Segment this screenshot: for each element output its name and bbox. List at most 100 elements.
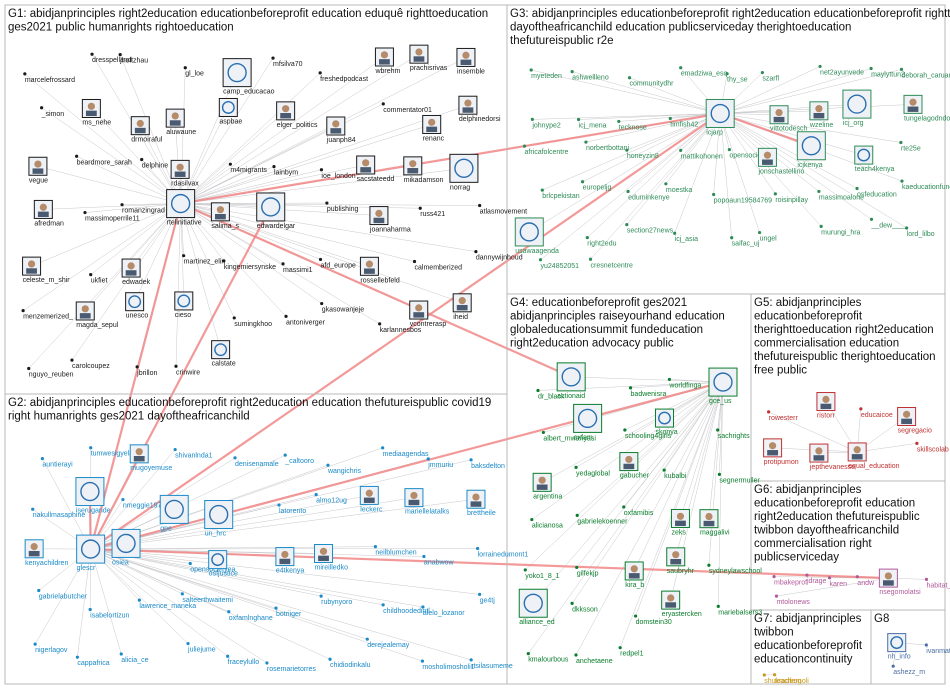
node-jonschastellino[interactable]: jonschastellino [757, 147, 804, 175]
node-protipumon[interactable]: protipumon [763, 438, 799, 466]
node-johnype2[interactable]: johnype2 [530, 117, 561, 130]
node-segregacio[interactable]: segregacio [897, 406, 932, 434]
node-wbrehm[interactable]: wbrehm [374, 47, 401, 75]
node-celeste-m-shir[interactable]: celeste_m_shir [22, 256, 71, 284]
node-dresspelland[interactable]: dresspelland [90, 52, 132, 65]
node-gpe[interactable]: gpe [159, 494, 189, 532]
node-massimi1[interactable]: massimi1 [281, 262, 313, 274]
node-gl-loe[interactable]: gl_loe [183, 66, 204, 78]
node-afredman[interactable]: afredman [33, 199, 64, 227]
node-drmoiraful[interactable]: drmoiraful [130, 116, 163, 144]
node-nakullmasaphine[interactable]: nakullmasaphine [31, 507, 85, 520]
node-opensociety[interactable]: opensociety [727, 147, 767, 160]
node-lorrainedumont1[interactable]: lorrainedumont1 [476, 546, 528, 559]
node-mugoyemuse[interactable]: mugoyemuse [129, 444, 172, 472]
node-maggalivi[interactable]: maggalivi [699, 509, 730, 537]
node-dr-black[interactable]: dr_black [536, 388, 565, 401]
node-ristorr[interactable]: ristorr [816, 392, 836, 420]
node-kingemiersynske[interactable]: kingemiersynske [222, 259, 276, 271]
node-anchetaene[interactable]: anchetaene [574, 653, 613, 665]
node-elger-politics[interactable]: elger_politics [276, 101, 318, 129]
node-freshedpodcast[interactable]: freshedpodcast [318, 71, 369, 83]
node-albert-mwanyasi[interactable]: albert_mwanyasi [541, 430, 597, 443]
node-thy-se[interactable]: thy_se [725, 72, 748, 84]
node-rte25e[interactable]: rte25e [899, 140, 921, 153]
node-nh-info[interactable]: nh_info [887, 633, 911, 661]
node-schooling4girls[interactable]: schooling4girls [623, 428, 672, 440]
node-timfish42[interactable]: timfish42 [668, 116, 699, 129]
node-sumingkhoo[interactable]: sumingkhoo [232, 316, 272, 328]
node-africafolcentre[interactable]: africafolcentre [522, 144, 569, 157]
node-brlcpekistan[interactable]: brlcpekistan [540, 188, 580, 201]
node-educaicoe[interactable]: educaicoe [859, 407, 893, 419]
node-moestka[interactable]: moestka [664, 182, 692, 194]
node-ioe-london[interactable]: ioe_london [319, 168, 356, 180]
node-delphinedorsi[interactable]: delphinedorsi [458, 95, 501, 123]
node-kmalourbous[interactable]: kmalourbous [526, 652, 569, 664]
node-lawrence-maneka[interactable]: lawrence_maneka [137, 598, 197, 610]
node-sachrights[interactable]: sachrights [716, 428, 750, 440]
node-teach4kenya[interactable]: teach4kenya [854, 145, 895, 173]
node-badwenisra[interactable]: badwenisra [628, 386, 667, 398]
node-calstate[interactable]: calstate [211, 340, 236, 368]
node-isabelortizun[interactable]: isabelortizun [88, 607, 130, 620]
node-ms-nehe[interactable]: ms_nehe [81, 98, 111, 126]
node-gilfekjp[interactable]: gilfekjp [575, 565, 599, 578]
node-chidiodinkalu[interactable]: chidiodinkalu [328, 657, 371, 670]
node-botriiger[interactable]: botriiger [274, 606, 302, 619]
node-dkksson[interactable]: dkksson [570, 601, 598, 614]
node-shukradfrog[interactable]: shukradfrog [762, 673, 802, 685]
node-almo12ug[interactable]: almo12ug [314, 492, 347, 505]
node-aspbae[interactable]: aspbae [218, 97, 242, 125]
node-beardmore-sarah[interactable]: beardmore_sarah [75, 154, 132, 167]
node-europeljg[interactable]: europeljg [580, 180, 612, 192]
node-gkasowanjeje[interactable]: gkasowanjeje [320, 301, 364, 314]
node-nsegomolatsi[interactable]: nsegomolatsi [878, 568, 921, 596]
node-teachernoli[interactable]: teachernoli [772, 673, 809, 685]
node-gabrielabutcher[interactable]: gabrielabutcher [37, 588, 88, 601]
node-mariellelatalks[interactable]: mariellelatalks [404, 488, 450, 516]
node-edwardelgar[interactable]: edwardelgar [256, 192, 296, 230]
node-edwadek[interactable]: edwadek [121, 258, 151, 286]
node-habitat-intl[interactable]: habitat_intl [924, 577, 950, 590]
node-roisinpillay[interactable]: roisinpillay [773, 192, 809, 204]
node-wzeline[interactable]: wzeline [809, 101, 833, 129]
node-commentator01[interactable]: commentator01 [381, 102, 432, 114]
node-communitydhr[interactable]: communitydhr [627, 76, 674, 88]
node-tumwesigyelaure[interactable]: tumwesigyelaure [89, 446, 143, 458]
node-osfeducation[interactable]: osfeducation [855, 186, 897, 199]
node-rdasilvax[interactable]: rdasilvax [170, 159, 199, 187]
node-massimoalone[interactable]: massimoalone [817, 189, 864, 202]
node-ashezz-m[interactable]: ashezz_m [891, 664, 926, 677]
node-rubynyoro[interactable]: rubynyoro [319, 594, 353, 606]
node-antoniverger[interactable]: antoniverger [284, 314, 326, 327]
node-section27news[interactable]: section27news [625, 223, 674, 235]
node-massimoperrile11[interactable]: massimoperrile11 [83, 210, 140, 223]
node-mfsilva70[interactable]: mfsilva70 [271, 56, 303, 69]
node-baksdelton[interactable]: baksdelton [469, 458, 505, 470]
node-wangichris[interactable]: wangichris [326, 463, 362, 476]
node-anabwow[interactable]: anabwow [422, 554, 454, 567]
node-saifac-uj[interactable]: saifac_uj [730, 236, 760, 248]
node-ukfiet[interactable]: ukfiet [89, 273, 107, 285]
node-kira-b[interactable]: kira_b [624, 561, 644, 589]
node-brettheile[interactable]: brettheile [466, 489, 496, 517]
node-aluwaune[interactable]: aluwaune [165, 108, 196, 136]
node-argentina[interactable]: argentina [532, 472, 562, 500]
node-salima-s[interactable]: salima_s [210, 202, 240, 230]
node-eryastercken[interactable]: eryastercken [661, 590, 702, 618]
node-jepthevanesse[interactable]: jepthevanesse [809, 443, 855, 471]
node-denisenamale[interactable]: denisenamale [233, 456, 279, 468]
node-gabucher[interactable]: gabucher [619, 452, 650, 480]
node-net2ayunvede[interactable]: net2ayunvede [818, 64, 864, 77]
node-nguyo-reuben[interactable]: nguyo_reuben [27, 366, 74, 379]
node-mattikohonen[interactable]: mattikohonen [679, 148, 723, 161]
node-alicia-ce[interactable]: alicia_ce [119, 652, 149, 664]
node-murungi-hra[interactable]: murungi_hra [819, 224, 861, 237]
node-prachisrivas[interactable]: prachisrivas [409, 44, 448, 72]
node-skonya[interactable]: skonya [655, 408, 678, 436]
node-opensocietyea[interactable]: opensocietyea [188, 561, 236, 574]
node-ge4tj[interactable]: ge4tj [478, 592, 495, 605]
node-iserugande[interactable]: iserugande [75, 477, 111, 515]
node-oxfamlnghane[interactable]: oxfamlnghane [227, 610, 273, 622]
